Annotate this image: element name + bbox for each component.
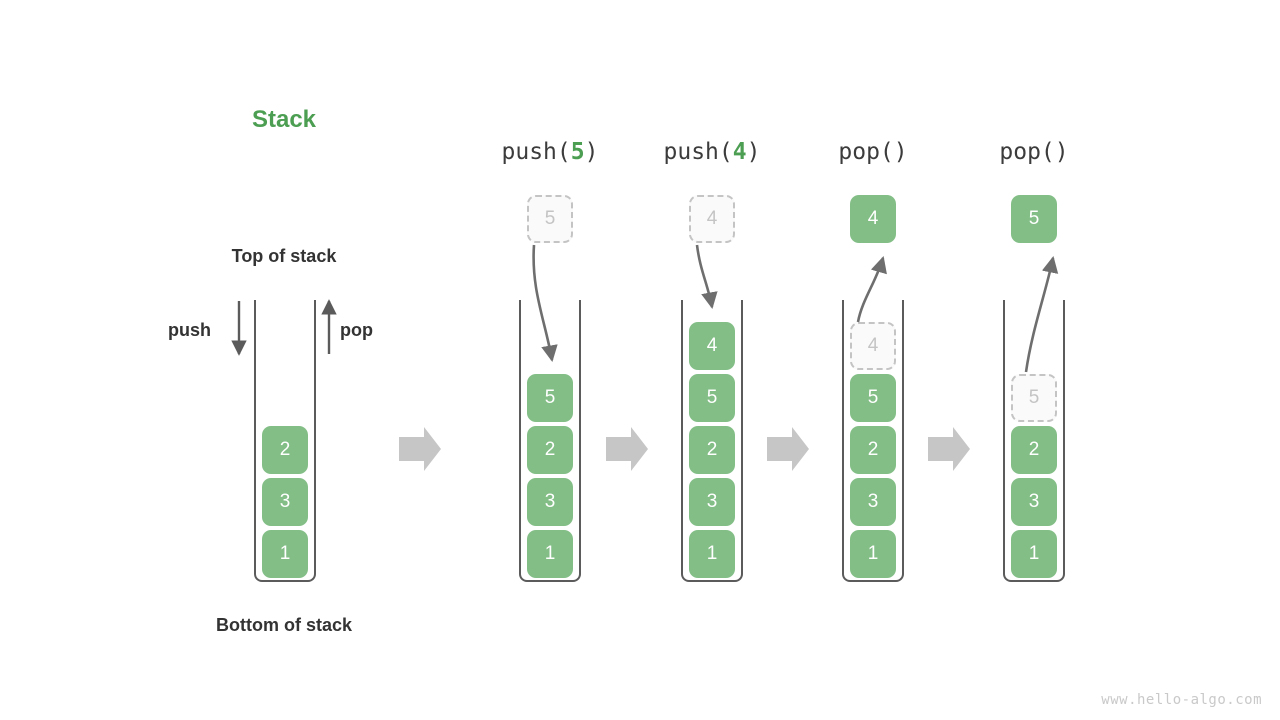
operation-caption-1: push(5): [501, 139, 599, 165]
stack-container: [842, 300, 904, 582]
stack-cell: 3: [262, 478, 308, 526]
stack-cell: 3: [850, 478, 896, 526]
stack-cell: 1: [1011, 530, 1057, 578]
stack-container: [254, 300, 316, 582]
operation-argument: 4: [732, 139, 747, 165]
stack-cell: 3: [1011, 478, 1057, 526]
stack-cell: 1: [262, 530, 308, 578]
stack-cell: 5: [527, 374, 573, 422]
stack-cell: 2: [850, 426, 896, 474]
floating-element-4: 5: [1011, 195, 1057, 243]
stack-cell: 2: [1011, 426, 1057, 474]
stack-cell: 4: [689, 322, 735, 370]
stack-container: [1003, 300, 1065, 582]
stack-cell: 5: [689, 374, 735, 422]
operation-argument: 5: [570, 139, 585, 165]
pop-label: pop: [340, 320, 373, 340]
stack-cell: 1: [850, 530, 896, 578]
stack-cell: 2: [689, 426, 735, 474]
floating-element-1: 5: [527, 195, 573, 243]
transition-arrow-1: [399, 427, 441, 471]
stack-cell: 3: [689, 478, 735, 526]
operation-caption-2: push(4): [663, 139, 761, 165]
floating-element-2: 4: [689, 195, 735, 243]
stack-title: Stack: [251, 106, 317, 133]
push-label: push: [168, 320, 211, 340]
top-of-stack-label: Top of stack: [231, 246, 337, 266]
stack-cell-ghost: 5: [1011, 374, 1057, 422]
stack-container: [519, 300, 581, 582]
stack-cell: 2: [527, 426, 573, 474]
bottom-of-stack-label: Bottom of stack: [215, 615, 352, 635]
stack-cell: 1: [527, 530, 573, 578]
stack-cell: 3: [527, 478, 573, 526]
stack-cell: 2: [262, 426, 308, 474]
stack-container: [681, 300, 743, 582]
operation-caption-4: pop(): [999, 139, 1069, 165]
operation-caption-3: pop(): [838, 139, 908, 165]
stack-cell-ghost: 4: [850, 322, 896, 370]
floating-element-3: 4: [850, 195, 896, 243]
watermark: www.hello-algo.com: [1101, 692, 1262, 708]
stack-cell: 5: [850, 374, 896, 422]
stack-cell: 1: [689, 530, 735, 578]
